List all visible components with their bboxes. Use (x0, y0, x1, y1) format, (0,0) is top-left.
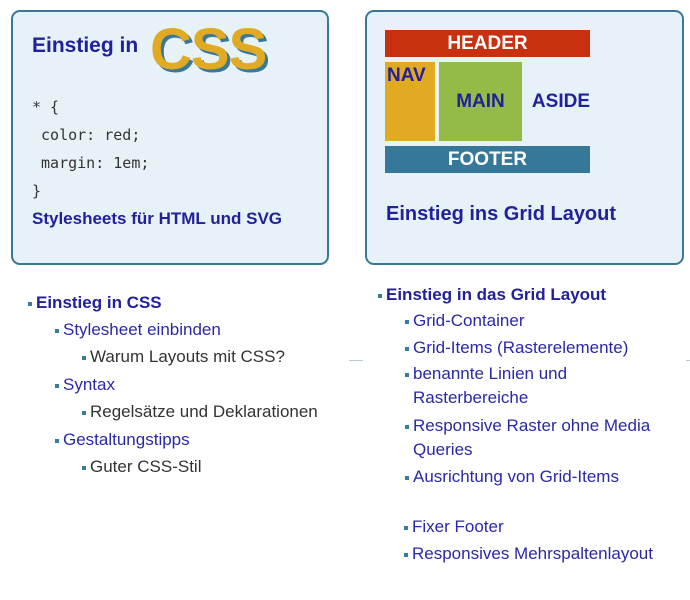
bullet-icon (82, 410, 86, 415)
list-item-label: Warum Layouts mit CSS? (90, 347, 285, 366)
list-item[interactable]: Responsives Mehrspaltenlayout (404, 544, 653, 564)
code-line: margin: 1em; (32, 154, 150, 172)
list-item[interactable]: Fixer Footer (404, 517, 504, 537)
list-item-label: Gestaltungstipps (63, 430, 190, 449)
list-heading-label: Einstieg in das Grid Layout (386, 285, 607, 304)
list-item[interactable]: Regelsätze und Deklarationen (82, 402, 318, 422)
list-item-label: Syntax (63, 375, 115, 394)
css-logo: CSS (150, 17, 267, 82)
bullet-icon (82, 355, 86, 360)
list-item-label: Responsives Mehrspaltenlayout (412, 544, 653, 563)
card-title-prefix: Einstieg in (32, 34, 139, 57)
grid-intro-card[interactable]: HEADER NAV MAIN ASIDE FOOTER Einstieg in… (365, 10, 684, 265)
bullet-icon (404, 552, 408, 557)
list-item[interactable]: Responsive Raster ohne Media (405, 416, 650, 436)
card-subtitle: Stylesheets für HTML und SVG (32, 209, 283, 228)
code-line: } (32, 182, 42, 200)
bullet-icon (405, 319, 409, 324)
bullet-icon (404, 525, 408, 530)
card-title: Einstieg ins Grid Layout (386, 203, 617, 225)
list-item-label: Grid-Items (Rasterelemente) (413, 338, 629, 357)
list-item[interactable]: Guter CSS-Stil (82, 457, 201, 477)
grid-main-area: MAIN (439, 62, 522, 141)
list-heading[interactable]: Einstieg in CSS (28, 293, 162, 313)
list-item-label: Regelsätze und Deklarationen (90, 402, 318, 421)
list-heading[interactable]: Einstieg in das Grid Layout (378, 285, 606, 305)
bullet-icon (28, 301, 32, 306)
grid-aside-area: ASIDE (531, 91, 590, 112)
bullet-icon (82, 465, 86, 470)
list-item-continuation[interactable]: Queries (413, 440, 473, 459)
divider (349, 360, 363, 361)
list-item[interactable]: benannte Linien und (405, 364, 567, 384)
bullet-icon (405, 424, 409, 429)
list-item-label: Fixer Footer (412, 517, 504, 536)
list-item[interactable]: Grid-Items (Rasterelemente) (405, 338, 628, 358)
list-item[interactable]: Ausrichtung von Grid-Items (405, 467, 619, 487)
grid-nav-area: NAV (385, 62, 435, 141)
list-item-label: Stylesheet einbinden (63, 320, 221, 339)
code-line: color: red; (32, 126, 141, 144)
bullet-icon (55, 438, 59, 443)
bullet-icon (405, 475, 409, 480)
list-item-label: benannte Linien und (413, 364, 568, 383)
code-line: * { (32, 98, 60, 116)
list-item[interactable]: Stylesheet einbinden (55, 320, 221, 340)
bullet-icon (378, 293, 382, 298)
list-heading-label: Einstieg in CSS (36, 293, 162, 312)
list-item[interactable]: Syntax (55, 375, 115, 395)
bullet-icon (55, 328, 59, 333)
list-item-label: Ausrichtung von Grid-Items (413, 467, 619, 486)
list-item-label: Guter CSS-Stil (90, 457, 202, 476)
list-item[interactable]: Grid-Container (405, 311, 525, 331)
list-item-label: Responsive Raster ohne Media (413, 416, 651, 435)
grid-header-area: HEADER (385, 30, 590, 57)
css-intro-card[interactable]: Einstieg in CSS * { color: red; margin: … (11, 10, 329, 265)
list-item-continuation[interactable]: Rasterbereiche (413, 388, 529, 407)
bullet-icon (55, 383, 59, 388)
bullet-icon (405, 372, 409, 377)
list-item[interactable]: Warum Layouts mit CSS? (82, 347, 285, 367)
divider (686, 360, 690, 361)
list-item-label: Grid-Container (413, 311, 525, 330)
bullet-icon (405, 346, 409, 351)
grid-footer-area: FOOTER (385, 146, 590, 173)
list-item[interactable]: Gestaltungstipps (55, 430, 190, 450)
